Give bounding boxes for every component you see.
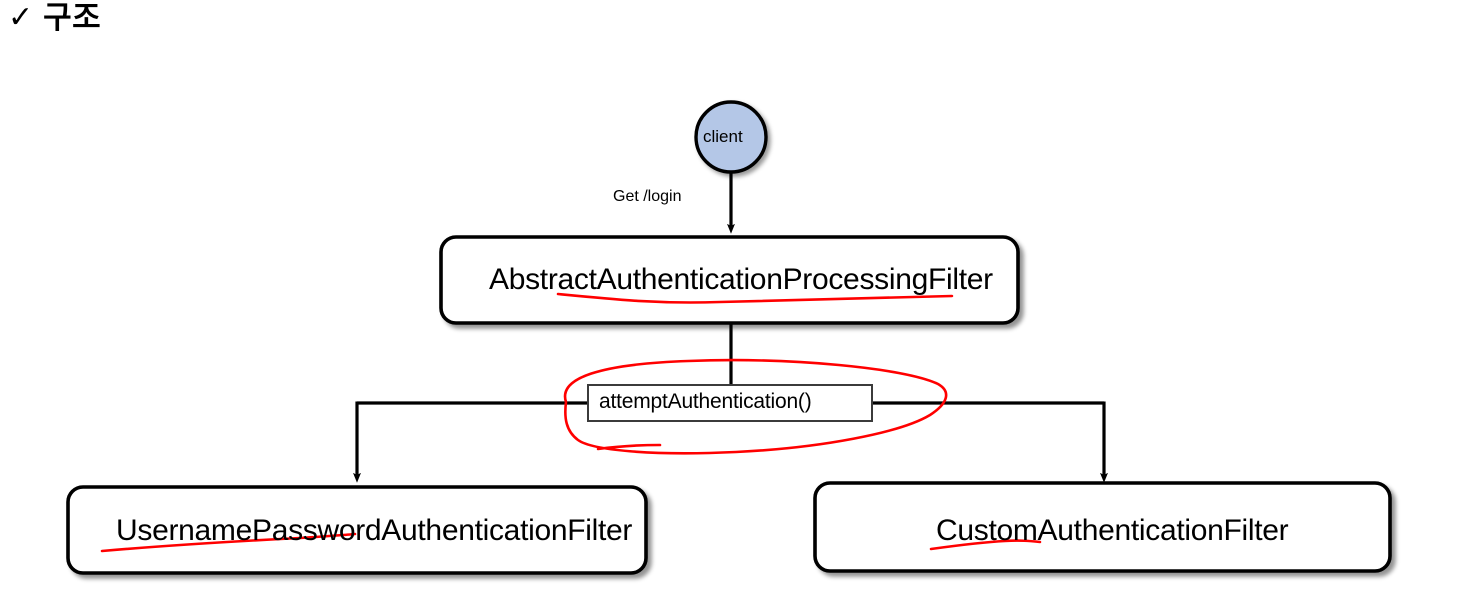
check-icon: ✓ [8,0,34,34]
node-client[interactable] [694,100,768,174]
page-title-text: 구조 [43,0,102,35]
edge-attempt-to-custom [872,401,1108,483]
annotation-underline-abstract [556,292,954,304]
page-title: ✓ 구조 [8,2,101,33]
annotation-underline-custom [929,539,1042,551]
annotation-underline-username [100,532,357,553]
node-abstract-filter[interactable] [439,235,1020,325]
node-custom-filter[interactable] [813,481,1392,573]
node-attempt-authentication[interactable] [587,384,873,422]
node-username-password-filter[interactable] [66,485,648,575]
edge-label-get-login: Get /login [613,188,682,205]
edge-attempt-to-username [353,401,588,483]
annotation-ellipse-attempt [563,358,948,455]
